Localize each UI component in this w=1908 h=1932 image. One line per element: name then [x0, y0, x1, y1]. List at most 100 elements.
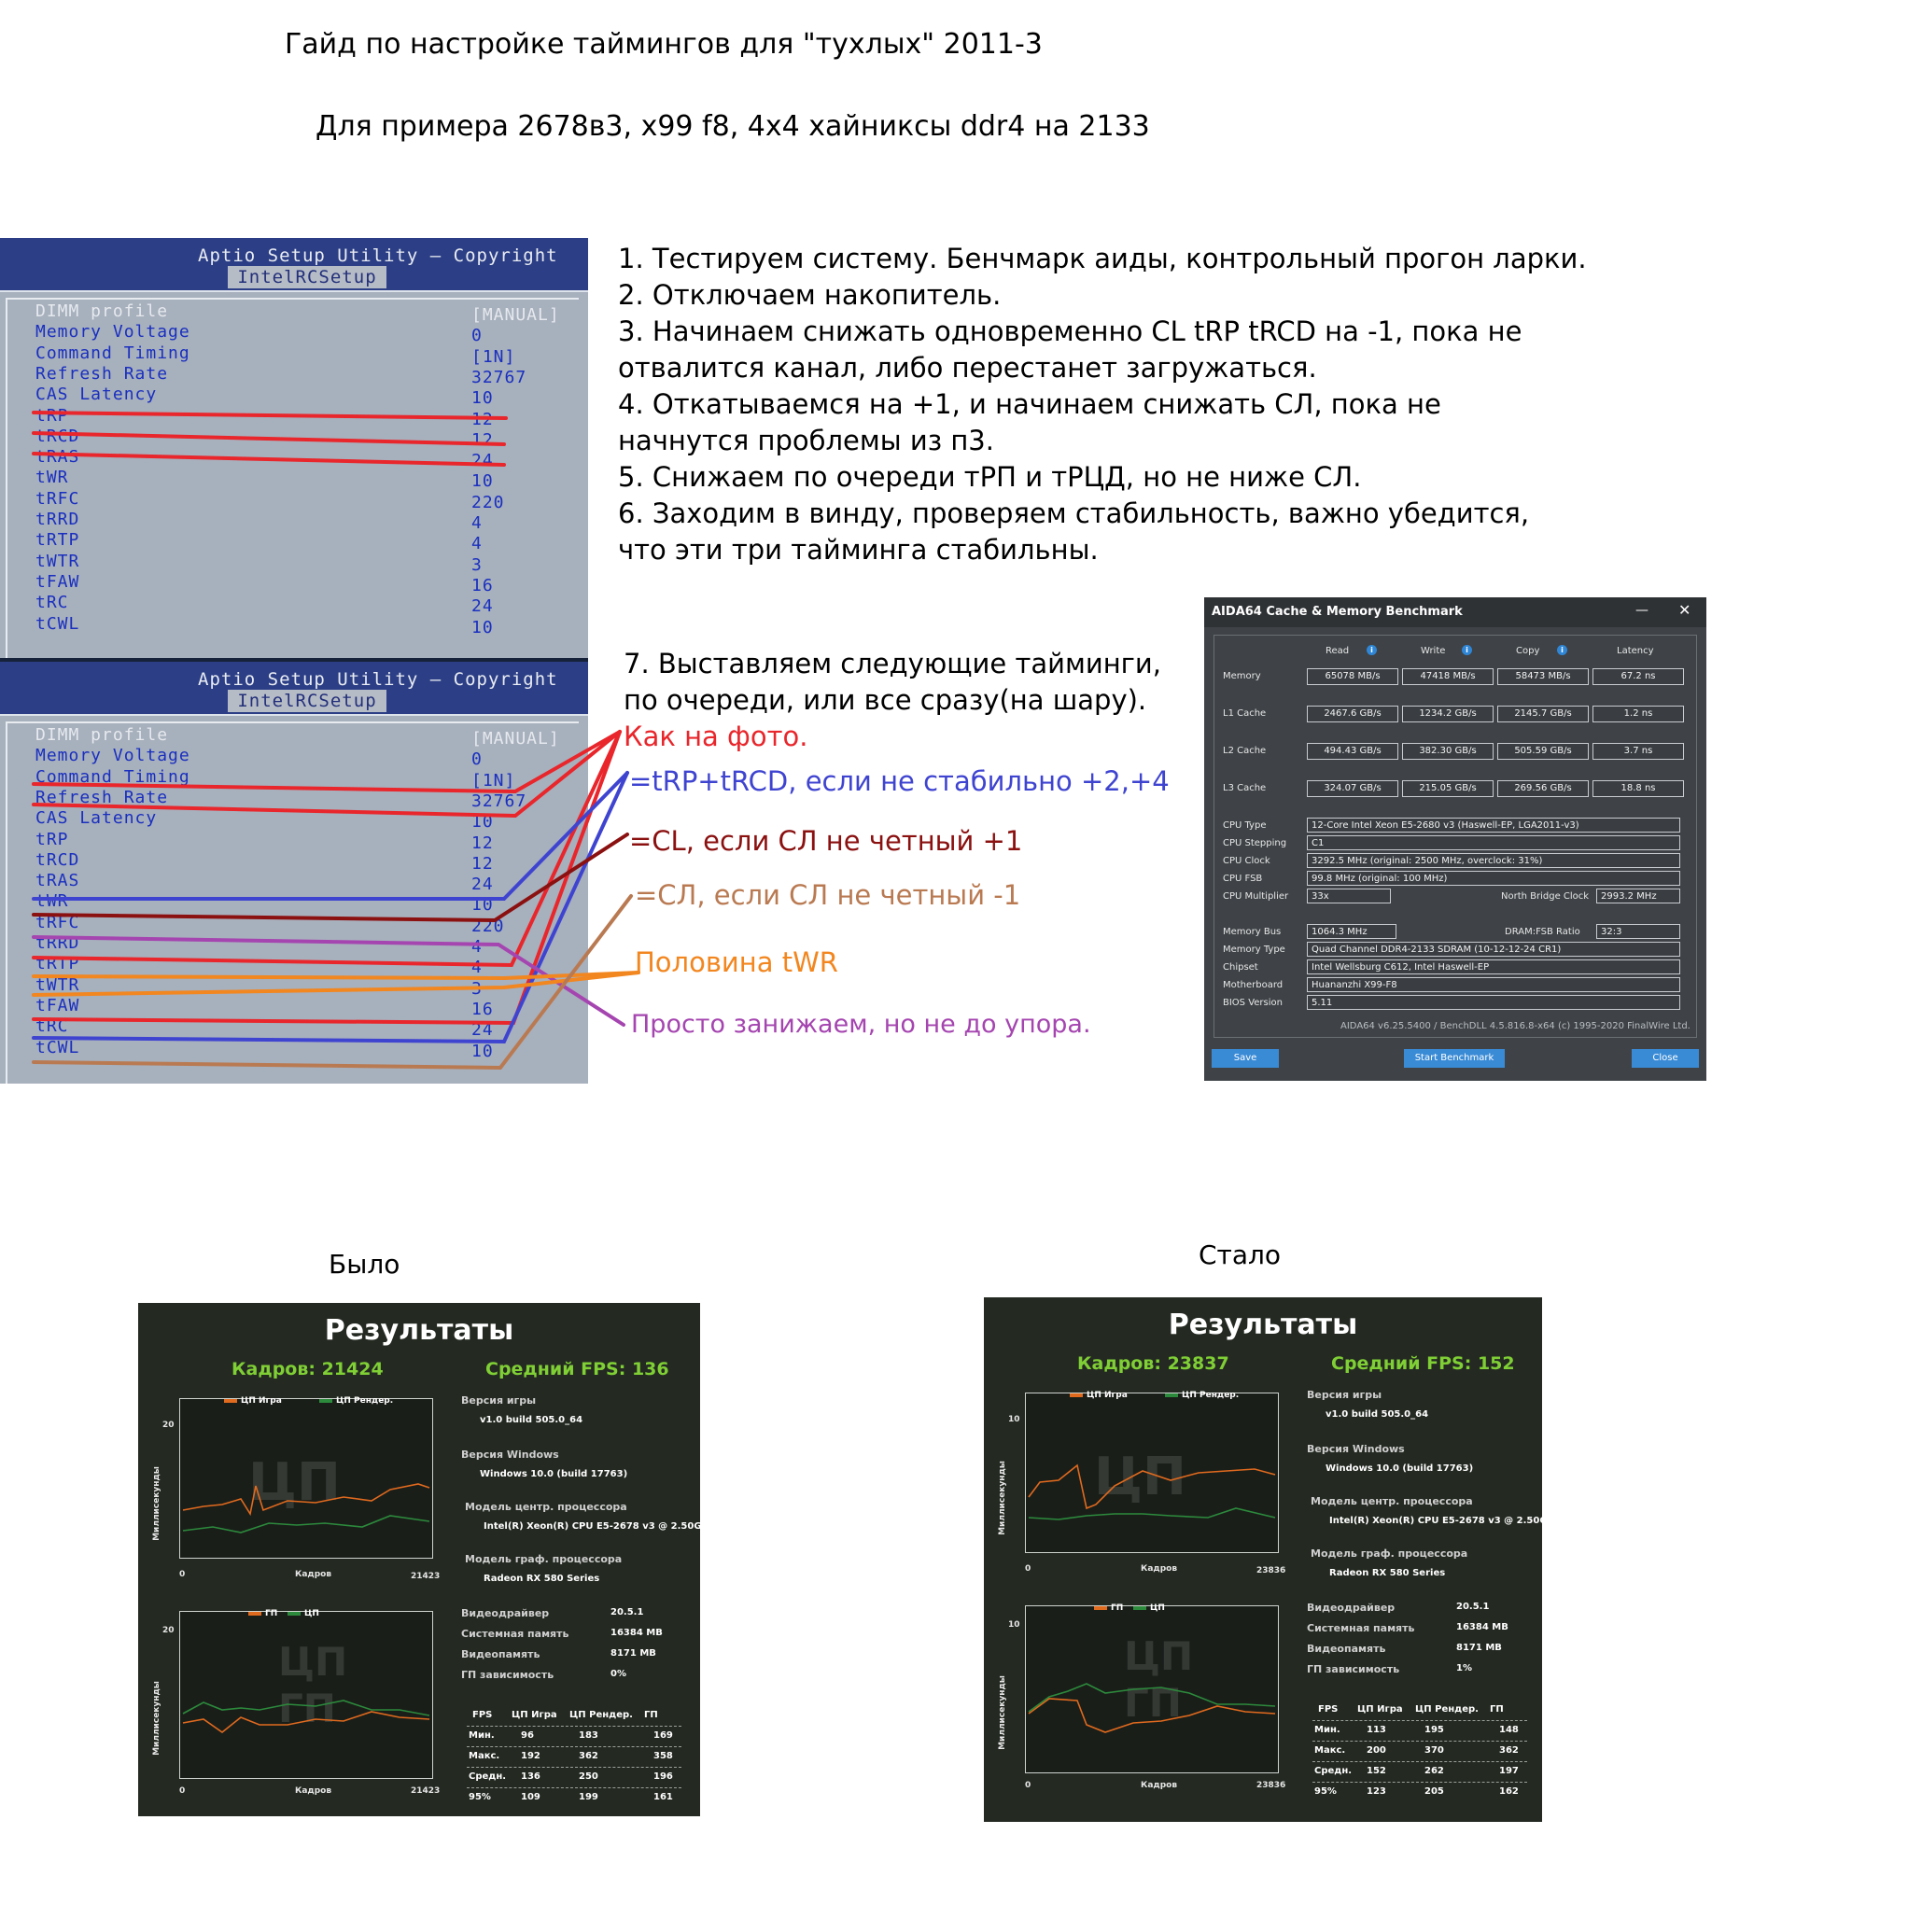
info-key: Модель центр. процессора	[1311, 1495, 1473, 1507]
x-tick-end: 23836	[1256, 1781, 1286, 1790]
fps-table-cell: 95%	[1314, 1786, 1337, 1797]
info-value: v1.0 build 505.0_64	[480, 1415, 583, 1425]
bios-row-label: tRCD	[35, 849, 80, 870]
aida-info-value: 2993.2 MHz	[1596, 889, 1680, 903]
fps-table-cell: Мин.	[1314, 1725, 1340, 1735]
underline-cl	[32, 411, 508, 420]
aida-value: 324.07 GB/s	[1307, 780, 1398, 797]
bios-row-value: 12	[471, 833, 494, 853]
step-6: 6. Заходим в винду, проверяем стабильнос…	[618, 497, 1530, 566]
bios-row-value: 4	[471, 534, 483, 554]
line-trfc-purple	[32, 935, 625, 1027]
bios-row-label: tRP	[35, 829, 69, 849]
aida-value: 47418 MB/s	[1402, 668, 1494, 685]
legend-gpu: ГП	[265, 1609, 278, 1618]
x-tick-end: 21423	[411, 1786, 441, 1796]
aida-info-value: 33x	[1307, 889, 1391, 903]
info-value: Intel(R) Xeon(R) CPU E5-2678 v3 @ 2.50GH…	[484, 1521, 700, 1532]
bios-row-value: 24	[471, 875, 494, 895]
bios-header: Aptio Setup Utility – Copyright IntelRCS…	[0, 662, 588, 714]
bios-row-label: Memory Voltage	[35, 746, 190, 766]
page-subtitle: Для примера 2678в3, x99 f8, 4x4 хайниксы…	[316, 110, 1150, 143]
legend-gpu: ГП	[1111, 1603, 1124, 1613]
aida-value: 269.56 GB/s	[1497, 780, 1589, 797]
x-tick-start: 0	[179, 1786, 186, 1796]
spec-value: 16384 MB	[1456, 1622, 1508, 1632]
aida-value: 1234.2 GB/s	[1402, 706, 1494, 722]
legend-cpu-game: ЦП Игра	[241, 1396, 282, 1406]
spec-key: Видеопамять	[1307, 1643, 1386, 1655]
bios-row-label: tRAS	[35, 871, 80, 891]
info-key: Модель центр. процессора	[465, 1501, 627, 1513]
aida-value: 2145.7 GB/s	[1497, 706, 1589, 722]
aida-value: 382.30 GB/s	[1402, 743, 1494, 760]
aida-value: 215.05 GB/s	[1402, 780, 1494, 797]
x-tick-start: 0	[1025, 1781, 1031, 1790]
fps-table-cell: 370	[1424, 1745, 1444, 1756]
fps-table-cell: 250	[579, 1771, 598, 1782]
aida-value: 494.43 GB/s	[1307, 743, 1398, 760]
chart-traces	[182, 1399, 430, 1733]
line-twr-darkred	[32, 833, 629, 923]
start-benchmark-button[interactable]: Start Benchmark	[1404, 1049, 1505, 1068]
aida-value: 1.2 ns	[1592, 706, 1684, 722]
bios-row-label: Refresh Rate	[35, 363, 169, 384]
y-tick: 10	[1008, 1620, 1020, 1630]
bios-row-value: 4	[471, 958, 483, 978]
fps-table-cell: 152	[1367, 1766, 1386, 1776]
aida-value: 3.7 ns	[1592, 743, 1684, 760]
aida-value: 65078 MB/s	[1307, 668, 1398, 685]
bios-title: Aptio Setup Utility – Copyright	[198, 669, 558, 690]
legend-swatch-cpu-game	[1070, 1393, 1083, 1397]
bios-tab: IntelRCSetup	[228, 690, 386, 712]
table-divider	[1312, 1782, 1527, 1783]
fps-table-cell: 200	[1367, 1745, 1386, 1756]
aida-info-label: Memory Type	[1223, 945, 1285, 955]
bios-row-label: tFAW	[35, 571, 80, 592]
average-fps: Средний FPS: 152	[1331, 1353, 1515, 1374]
aida-info-value: Intel Wellsburg C612, Intel Haswell-EP	[1307, 959, 1680, 974]
fps-table-header: ГП	[644, 1710, 658, 1720]
fps-table-cell: 205	[1424, 1786, 1444, 1797]
aida-value: 18.8 ns	[1592, 780, 1684, 797]
bios-row-label: tRC	[35, 593, 69, 613]
bios-row-value: 220	[471, 492, 505, 512]
spec-key: Видеодрайвер	[461, 1607, 550, 1619]
close-icon[interactable]: ✕	[1678, 601, 1691, 619]
note-trp-trcd: =tRP+tRCD, если не стабильно +2,+4	[629, 765, 1170, 797]
fps-table-cell: 136	[521, 1771, 540, 1782]
fps-table-cell: 96	[521, 1730, 534, 1741]
underline-trcd	[32, 452, 506, 467]
aida-titlebar: AIDA64 Cache & Memory Benchmark — ✕	[1204, 597, 1706, 627]
line-refresh-rate	[32, 730, 622, 819]
bios-row-value: 12	[471, 853, 494, 874]
x-axis-label: Кадров	[295, 1786, 332, 1796]
legend-swatch-cpu	[288, 1612, 301, 1616]
spec-key: ГП зависимость	[1307, 1663, 1400, 1675]
fps-table-header: FPS	[1318, 1704, 1339, 1715]
info-icon: i	[1462, 645, 1472, 655]
minimize-icon[interactable]: —	[1635, 603, 1648, 618]
fps-table-cell: Средн.	[1314, 1766, 1353, 1776]
aida-value: 58473 MB/s	[1497, 668, 1589, 685]
bios-row-label: Command Timing	[35, 766, 190, 787]
aida-col-header: Latency	[1617, 646, 1654, 656]
caption-after: Стало	[1199, 1239, 1282, 1270]
fps-table-cell: 262	[1424, 1766, 1444, 1776]
bios-row-label: Command Timing	[35, 343, 190, 363]
bios-row-value: 0	[471, 326, 483, 346]
info-icon: i	[1367, 645, 1377, 655]
close-button[interactable]: Close	[1632, 1049, 1699, 1068]
aida-info-value: 99.8 MHz (original: 100 MHz)	[1307, 871, 1680, 886]
aida-row-label: L3 Cache	[1223, 783, 1267, 793]
bios-row-value: 10	[471, 388, 494, 409]
aida-info-label: DRAM:FSB Ratio	[1505, 927, 1580, 937]
legend-swatch-cpu-render	[1165, 1393, 1178, 1397]
fps-table-header: FPS	[472, 1710, 493, 1720]
save-button[interactable]: Save	[1212, 1049, 1279, 1068]
fps-table-cell: Мин.	[469, 1730, 495, 1741]
aida-value: 67.2 ns	[1592, 668, 1684, 685]
aida-title: AIDA64 Cache & Memory Benchmark	[1212, 605, 1463, 619]
info-icon: i	[1557, 645, 1567, 655]
